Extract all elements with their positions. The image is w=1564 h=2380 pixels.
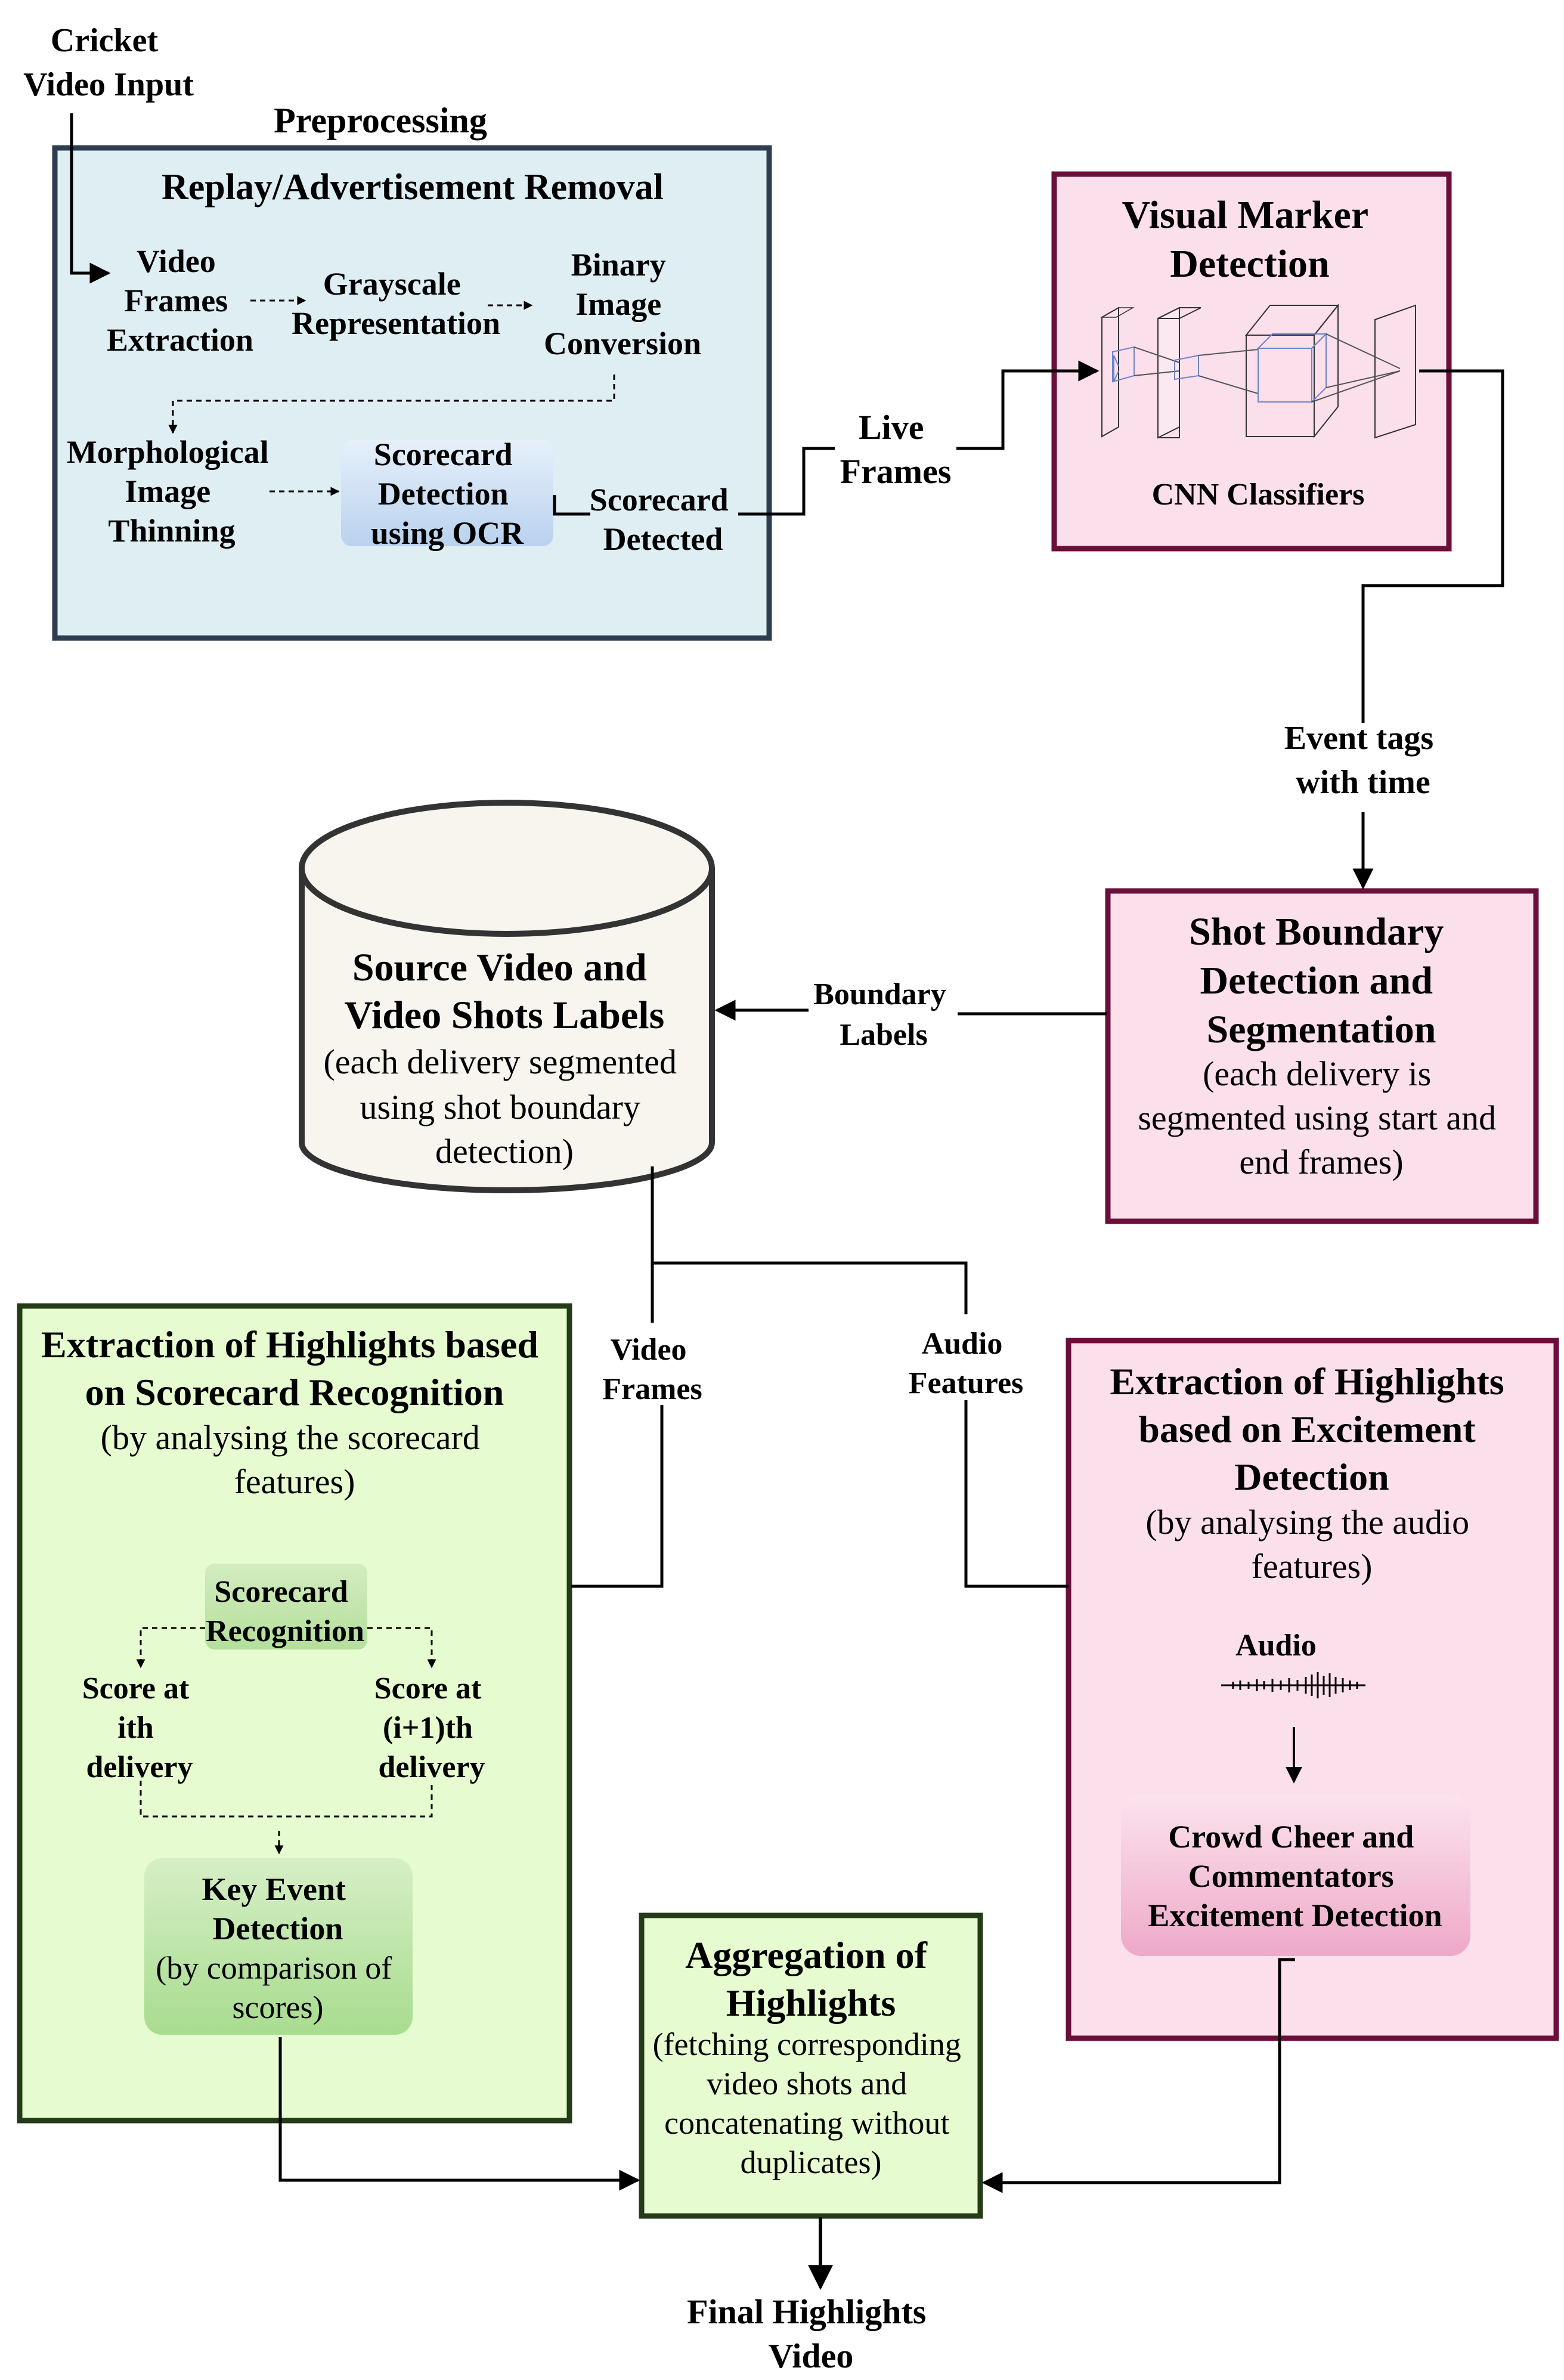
live-to-cnn-arrow bbox=[956, 360, 1100, 450]
excitement-extraction-desc: (by analysing the audio features) bbox=[1145, 1503, 1478, 1586]
event-tags-label: Event tags with time bbox=[1284, 720, 1442, 801]
excitement-extraction-title: Extraction of Highlights based on Excite… bbox=[1110, 1360, 1513, 1498]
preprocessing-label: Preprocessing bbox=[274, 101, 487, 140]
key-event-title: Key Event Detection bbox=[202, 1871, 354, 1946]
score-i-label: Score at ith delivery bbox=[82, 1672, 197, 1784]
video-frames-label: Video Frames bbox=[602, 1333, 702, 1406]
input-arrow bbox=[70, 113, 111, 284]
database-desc: (each delivery segmented using shot boun… bbox=[323, 1042, 685, 1171]
video-frames-extraction-label: Video Frames Extraction bbox=[107, 243, 253, 358]
audio-waveform-icon bbox=[1221, 1672, 1365, 1698]
final-highlights-label: Final Highlights Video bbox=[687, 2292, 935, 2375]
live-frames-label: Live Frames bbox=[840, 408, 952, 491]
cnn-icon bbox=[1100, 304, 1416, 439]
crowd-cheer-box bbox=[1121, 1795, 1470, 1956]
binary-to-morph-arrow bbox=[168, 375, 615, 434]
audio-label: Audio bbox=[1235, 1629, 1317, 1663]
scorecard-detected-label: Scorecard Detected bbox=[590, 482, 736, 557]
score-i1-label: Score at (i+1)th delivery bbox=[374, 1672, 490, 1784]
database-cylinder bbox=[299, 800, 715, 1193]
key-event-box bbox=[144, 1858, 413, 2035]
shot-boundary-title: Shot Boundary Detection and Segmentation bbox=[1189, 910, 1454, 1051]
audio-features-to-excitement-line bbox=[964, 1400, 1069, 1588]
key-event-desc: (by comparison of scores) bbox=[156, 1950, 399, 2025]
key-event-to-aggregation-arrow bbox=[278, 2037, 640, 2191]
scores-to-key-event-arrow bbox=[140, 1781, 433, 1818]
shot-boundary-box bbox=[1105, 888, 1539, 1224]
visual-marker-box bbox=[1051, 171, 1452, 552]
aggregation-desc: (fetching corresponding video shots and … bbox=[653, 2026, 970, 2180]
scorecard-extraction-desc: (by analysing the scorecard features) bbox=[101, 1418, 489, 1501]
input-label: Cricket Video Input bbox=[23, 22, 194, 103]
db-split-line bbox=[651, 1166, 968, 1314]
preprocessing-box bbox=[52, 145, 772, 641]
visual-marker-title: Visual Marker Detection bbox=[1122, 193, 1378, 286]
audio-features-label: Audio Features bbox=[909, 1327, 1024, 1400]
shot-boundary-desc: (each delivery is segmented using start … bbox=[1138, 1054, 1504, 1181]
rec-to-score-i1-arrow bbox=[367, 1627, 436, 1669]
preprocessing-title: Replay/Advertisement Removal bbox=[162, 167, 664, 208]
scorecard-recognition-box bbox=[205, 1564, 367, 1649]
database-title: Source Video and Video Shots Labels bbox=[345, 946, 665, 1037]
scorecard-extraction-title: Extraction of Highlights based on Scorec… bbox=[41, 1323, 548, 1413]
boundary-labels-label: Boundary Labels bbox=[813, 977, 954, 1052]
grayscale-label: Grayscale Representation bbox=[292, 266, 500, 341]
scorecard-recognition-label: Scorecard Recognition bbox=[206, 1575, 364, 1648]
aggregation-title: Aggregation of Highlights bbox=[685, 1934, 937, 2024]
cnn-classifiers-label: CNN Classifiers bbox=[1152, 478, 1365, 512]
morphological-label: Morphological Image Thinning bbox=[67, 434, 277, 549]
crowd-to-aggregation-arrow bbox=[981, 1958, 1295, 2193]
ocr-to-detected-line bbox=[553, 495, 590, 516]
rec-to-score-i-arrow bbox=[136, 1627, 205, 1669]
aggregation-box bbox=[639, 1912, 983, 2219]
ocr-label: Scorecard Detection using OCR bbox=[371, 437, 525, 551]
crowd-cheer-label: Crowd Cheer and Commentators Excitement … bbox=[1148, 1819, 1442, 1933]
detected-to-live-line bbox=[738, 447, 835, 516]
binary-label: Binary Image Conversion bbox=[544, 247, 701, 361]
video-frames-to-scorecard-line bbox=[571, 1405, 664, 1588]
cnn-to-event-line bbox=[1361, 369, 1504, 723]
ocr-box bbox=[341, 440, 553, 546]
